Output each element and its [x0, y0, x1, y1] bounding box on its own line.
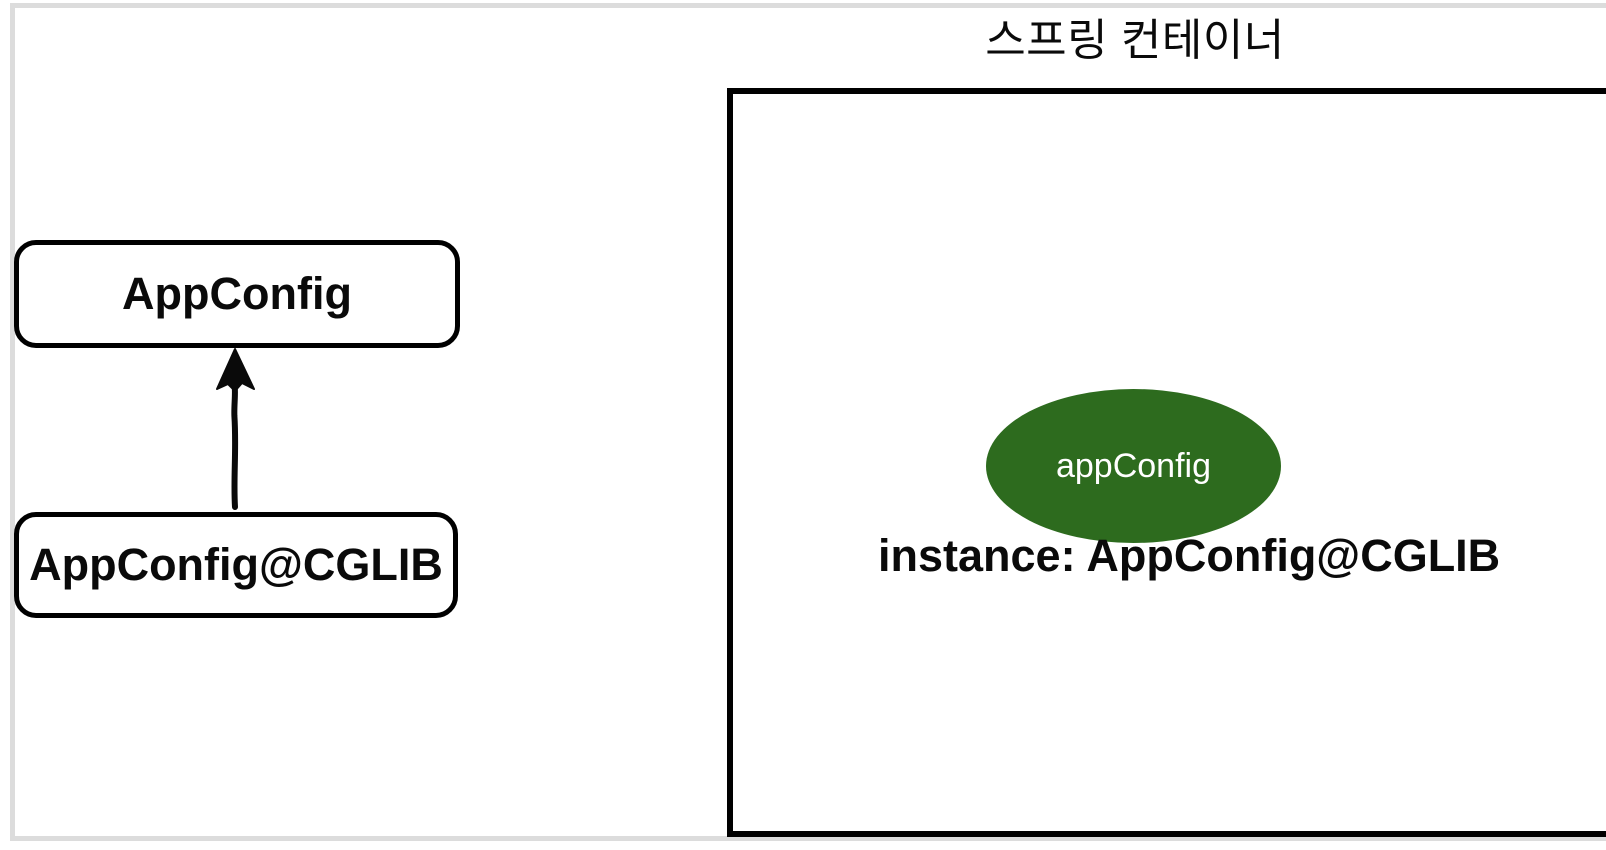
spring-container-box: appConfig instance: AppConfig@CGLIB — [727, 88, 1606, 837]
spring-container-title: 스프링 컨테이너 — [985, 16, 1285, 65]
class-box-appconfig-label: AppConfig — [122, 268, 352, 319]
slide-frame — [10, 3, 1606, 841]
class-box-appconfig-cglib-label: AppConfig@CGLIB — [29, 539, 443, 590]
class-box-appconfig: AppConfig — [14, 240, 460, 348]
instance-label: instance: AppConfig@CGLIB — [878, 530, 1501, 581]
bean-name-label: appConfig — [1055, 446, 1211, 485]
inheritance-arrow — [200, 346, 270, 511]
bean-ellipse: appConfig — [986, 389, 1281, 543]
class-box-appconfig-cglib: AppConfig@CGLIB — [14, 512, 458, 618]
